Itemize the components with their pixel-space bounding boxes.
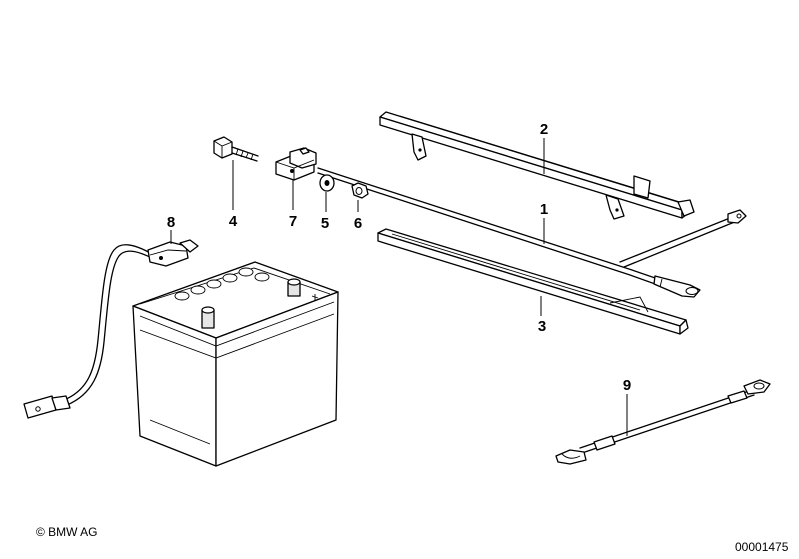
callout-1: 1 — [540, 201, 548, 218]
diagram-number: 00001475 — [735, 540, 789, 554]
clamp-screw-part — [213, 136, 259, 162]
earth-cable-part — [23, 239, 199, 419]
terminal-clamp-part — [275, 147, 317, 181]
callout-7: 7 — [289, 213, 297, 230]
callout-5: 5 — [321, 215, 329, 232]
battery-cable-part — [317, 167, 747, 298]
leader-lines — [170, 138, 628, 436]
mounting-rail-part — [379, 111, 695, 220]
callout-6: 6 — [354, 215, 362, 232]
callout-8: 8 — [167, 214, 175, 231]
callout-3: 3 — [538, 318, 546, 335]
callout-2: 2 — [540, 121, 548, 138]
copyright-notice: © BMW AG — [36, 525, 98, 539]
nut-part — [351, 182, 369, 199]
washer-part — [319, 174, 335, 192]
callout-9: 9 — [623, 377, 631, 394]
callout-labels: 2 1 3 4 7 5 6 8 9 — [167, 121, 631, 394]
battery-lead-part — [555, 379, 771, 465]
callout-4: 4 — [229, 213, 238, 230]
battery-illustration — [132, 261, 339, 467]
cable-channel-part — [377, 228, 689, 335]
